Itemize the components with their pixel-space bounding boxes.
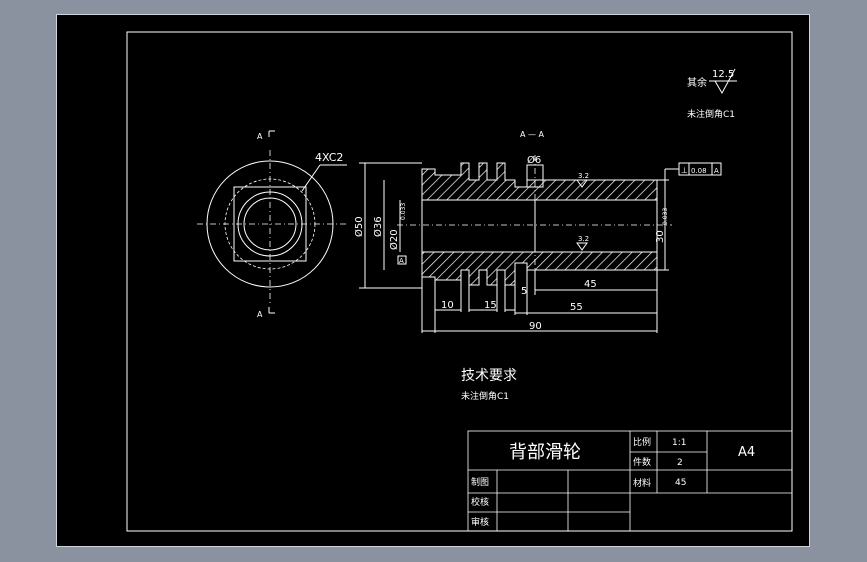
qty-label: 件数 (633, 456, 651, 468)
dim-l90: 90 (529, 321, 542, 332)
tol-frame (678, 162, 722, 176)
dim-d36: Ø36 (372, 216, 384, 237)
scale-value: 1:1 (672, 438, 686, 448)
dim-l15: 15 (484, 300, 497, 311)
chamfer-leader (301, 164, 321, 192)
material-value: 45 (675, 478, 686, 488)
section-view: Ø50 Ø36 Ø20 0.033 A Ø6 3.2 3.2 30 0.033 … (353, 154, 722, 333)
reviewed-label: 审核 (471, 516, 489, 528)
scale-label: 比例 (633, 436, 651, 448)
dim-d20-tol: 0.033 (400, 203, 407, 220)
top-note: 未注倒角C1 (687, 108, 735, 120)
hex-flat (233, 186, 307, 262)
tol-frame-datum: A (714, 167, 719, 175)
roughness-value: 12.5 (712, 69, 734, 80)
chamfer-label: 4XC2 (315, 151, 343, 164)
datum-mark: A (399, 257, 404, 265)
qty-value: 2 (677, 458, 683, 468)
part-name: 背部滑轮 (509, 442, 581, 463)
checked-label: 校核 (471, 496, 489, 508)
datum-mark-box (397, 255, 407, 265)
dim-l45: 45 (584, 279, 597, 290)
dim-l10: 10 (441, 300, 454, 311)
tech-req-title: 技术要求 (461, 368, 517, 384)
dim-l5: 5 (521, 286, 527, 297)
rough-bottom: 3.2 (578, 235, 589, 243)
dim-l30: 30 (655, 230, 666, 243)
format-label: A4 (738, 445, 755, 460)
tol-frame-value: 0.08 (691, 167, 707, 175)
roughness-symbol (709, 68, 737, 95)
dim-d20: Ø20 (388, 229, 400, 250)
drawing-sheet: 其余 12.5 未注倒角C1 A — A A A 4XC2 (56, 14, 810, 547)
tech-req-line: 未注倒角C1 (461, 390, 509, 402)
dim-d50: Ø50 (353, 216, 365, 237)
dim-d6: Ø6 (527, 154, 541, 166)
dim-l55: 55 (570, 302, 583, 313)
section-label: A — A (520, 130, 545, 139)
dim-l30-tol: 0.033 (662, 208, 669, 225)
end-view-label-top: A (257, 132, 263, 141)
end-view: A A 4XC2 (197, 130, 347, 319)
cad-drawing: 其余 12.5 未注倒角C1 A — A A A 4XC2 (126, 31, 793, 532)
roughness-prefix: 其余 (687, 76, 707, 89)
body-bottom-hatch (421, 251, 658, 286)
tol-frame-symbol: ⊥ (681, 166, 688, 175)
body-top-hatch (421, 162, 658, 201)
drawn-label: 制图 (471, 476, 489, 488)
title-block: 背部滑轮 比例 1:1 件数 2 材料 45 A4 制图 校核 审核 (467, 430, 793, 532)
inner-border (126, 31, 793, 532)
rough-top: 3.2 (578, 172, 589, 180)
bore (421, 199, 658, 253)
end-view-label-bottom: A (257, 310, 263, 319)
material-label: 材料 (633, 477, 651, 489)
